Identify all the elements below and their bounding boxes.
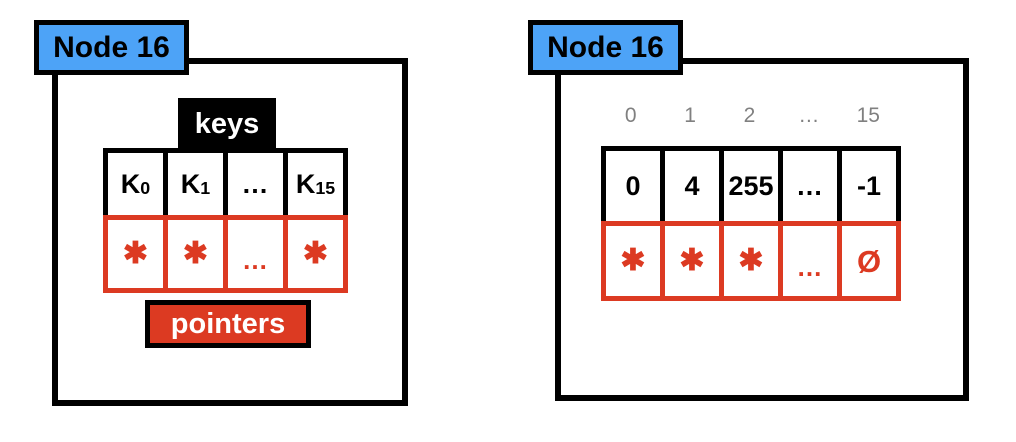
index-ruler: 0 1 2 … 15 — [601, 104, 898, 128]
index-label: 2 — [743, 104, 756, 127]
pointer-cell: ✱ — [283, 215, 348, 293]
value-row: 0 4 255 … -1 — [601, 146, 901, 226]
key-cell-base: K — [120, 168, 141, 199]
pointer-cell: ✱ — [601, 221, 665, 301]
key-cell-sub: 0 — [140, 178, 151, 199]
value-cell: -1 — [837, 146, 901, 226]
asterisk-icon: ✱ — [620, 244, 646, 277]
key-cell-base: K — [295, 168, 316, 199]
node-tag-concrete: Node 16 — [528, 20, 683, 75]
key-cell-base: K — [180, 168, 201, 199]
asterisk-icon: ✱ — [738, 244, 764, 277]
index-label-ellipsis: … — [798, 104, 820, 127]
keys-label: keys — [178, 98, 276, 151]
value-cell: 0 — [601, 146, 665, 226]
ellipsis-icon: … — [796, 251, 824, 282]
asterisk-icon: ✱ — [302, 237, 329, 270]
value-cell: 255 — [719, 146, 783, 226]
index-label: 15 — [856, 104, 880, 127]
key-cell-ellipsis: … — [223, 148, 288, 220]
null-pointer-icon: Ø — [856, 243, 882, 279]
ellipsis-icon: … — [242, 244, 269, 275]
value-cell-ellipsis: … — [778, 146, 842, 226]
index-label: 0 — [624, 104, 637, 127]
pointer-cell: ✱ — [719, 221, 783, 301]
index-label: 1 — [684, 104, 696, 127]
pointer-row: ✱ ✱ … ✱ — [103, 215, 348, 293]
pointer-cell-ellipsis: … — [223, 215, 288, 293]
pointers-label: pointers — [145, 300, 311, 348]
key-cell-sub: 15 — [315, 178, 336, 199]
value-cell: 4 — [660, 146, 724, 226]
node-tag-conceptual: Node 16 — [34, 20, 189, 75]
pointer-cell: ✱ — [163, 215, 228, 293]
pointer-cell-null: Ø — [837, 221, 901, 301]
asterisk-icon: ✱ — [182, 237, 209, 270]
pointer-cell-ellipsis: … — [778, 221, 842, 301]
asterisk-icon: ✱ — [679, 244, 705, 277]
array-concrete: 0 4 255 … -1 ✱ ✱ ✱ … Ø — [601, 146, 901, 301]
key-cell-sub: 1 — [200, 178, 211, 199]
pointer-cell: ✱ — [103, 215, 168, 293]
asterisk-icon: ✱ — [122, 237, 149, 270]
pointer-cell: ✱ — [660, 221, 724, 301]
pointer-row: ✱ ✱ ✱ … Ø — [601, 221, 901, 301]
key-cell-base: … — [241, 168, 270, 199]
